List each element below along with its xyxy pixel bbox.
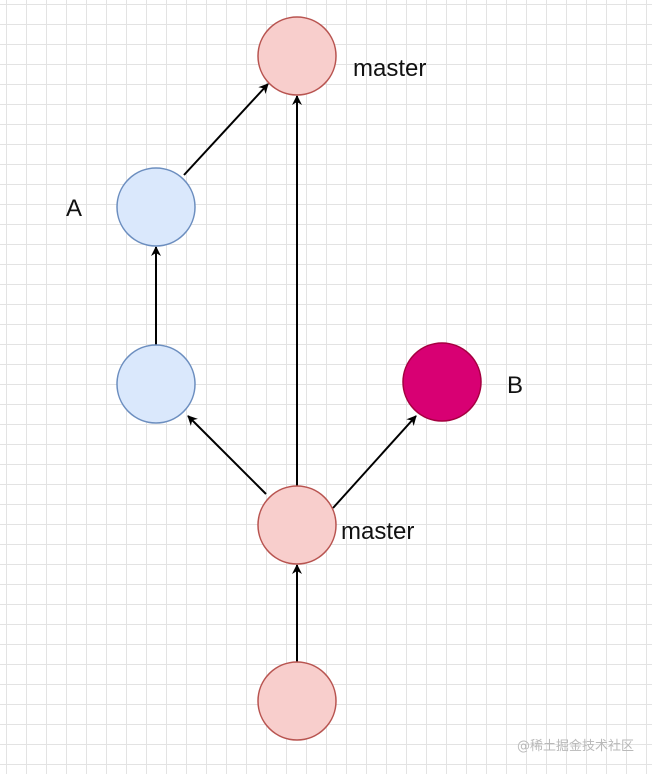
label-master-top: master <box>353 55 426 82</box>
edge-a-upper-to-master-top <box>183 83 269 176</box>
commit-master-bottom <box>257 661 337 741</box>
label-b: B <box>507 372 523 399</box>
commit-b <box>402 342 482 422</box>
commit-a-upper <box>116 167 196 247</box>
commit-master-mid <box>257 485 337 565</box>
edge-master-mid-to-b <box>332 415 417 509</box>
edge-master-mid-to-a-lower <box>187 415 267 495</box>
commit-master-top <box>257 16 337 96</box>
commit-a-lower <box>116 344 196 424</box>
label-master-mid: master <box>341 518 414 545</box>
watermark: @稀土掘金技术社区 <box>516 739 634 754</box>
edges <box>151 83 417 662</box>
label-a: A <box>66 195 82 222</box>
